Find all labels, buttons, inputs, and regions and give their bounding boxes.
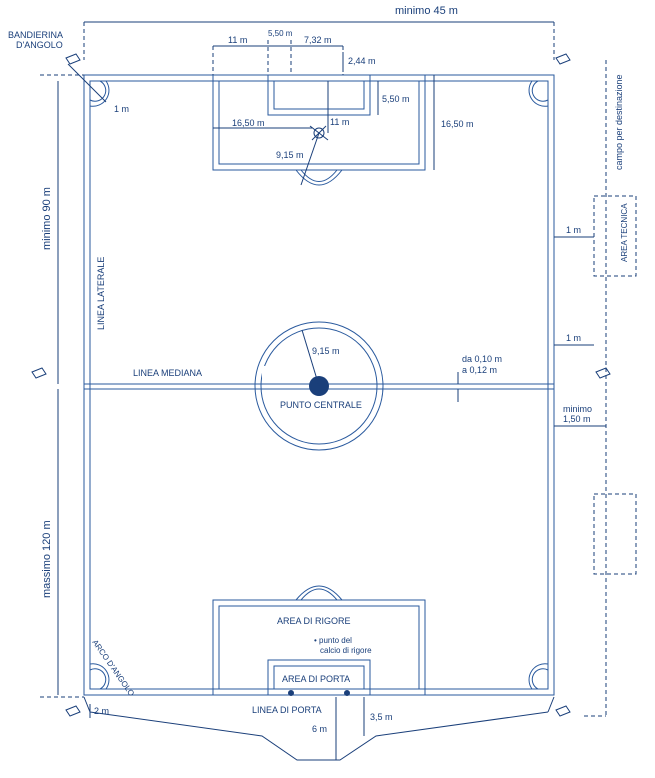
halfway-flag-left-icon (31, 367, 47, 379)
dim-915-top-radius (300, 132, 320, 186)
bottom-goal-area-inner (273, 665, 365, 690)
corner-arc-br (531, 668, 549, 690)
bandierina-leader (67, 63, 107, 103)
goal-post-left (288, 690, 294, 696)
label-a-012: a 0,12 m (462, 365, 497, 375)
bottom-penalty-arc-inner (300, 588, 338, 601)
halfway-flag-right-icon (595, 367, 611, 379)
corner-arc-tl-outer (89, 80, 110, 107)
label-d1m-a: 1 m (566, 225, 581, 235)
punto-centrale-gap (276, 397, 364, 411)
label-da-010: da 0,10 m (462, 354, 502, 364)
corner-arc-bl (89, 668, 107, 690)
label-minimo-150-2: 1,50 m (563, 414, 591, 424)
label-minimo-45: minimo 45 m (395, 5, 458, 17)
top-penalty-spot (313, 127, 325, 139)
label-linea-mediana: LINEA MEDIANA (133, 368, 202, 378)
bottom-penalty-arc-outer (295, 585, 343, 601)
label-campo-dest: campo per destinazione (614, 74, 624, 170)
label-d6m: 6 m (312, 724, 327, 734)
label-area-rigore: AREA DI RIGORE (277, 616, 351, 626)
label-d1650a: 16,50 m (232, 118, 265, 128)
corner-arc-tl (89, 80, 107, 102)
corner-arc-bl-outer (89, 663, 110, 690)
label-d1m-corner: 1 m (114, 104, 129, 114)
corner-flag-bl-icon (65, 705, 81, 717)
label-d11: 11 m (228, 35, 247, 45)
label-d35: 3,5 m (370, 712, 393, 722)
corner-arc-tr (531, 80, 549, 102)
label-punto-del: • punto del (314, 636, 352, 645)
label-bandierina-2: D'ANGOLO (16, 40, 63, 50)
top-penalty-arc-inner (300, 169, 338, 182)
label-linea-laterale: LINEA LATERALE (96, 257, 106, 330)
label-d1m-b: 1 m (566, 333, 581, 343)
top-goal-area-outer (267, 74, 371, 116)
label-minimo-90: minimo 90 m (41, 187, 53, 250)
label-punto-centrale: PUNTO CENTRALE (280, 400, 362, 410)
corner-flag-tr-icon (555, 53, 571, 65)
label-linea-porta: LINEA DI PORTA (252, 705, 322, 715)
label-area-tecnica: AREA TECNICA (620, 203, 629, 262)
label-calcio-rigore: calcio di rigore (320, 646, 372, 655)
corner-flag-br-icon (555, 705, 571, 717)
corner-flag-tl-icon (65, 53, 81, 65)
top-penalty-arc-outer (295, 169, 343, 186)
dim-915-centre-radius (301, 329, 320, 387)
label-d11b: 11 m (330, 117, 349, 127)
centre-circle-inner (260, 327, 378, 445)
centre-circle-outer (254, 321, 384, 451)
label-area-porta: AREA DI PORTA (282, 674, 350, 684)
corner-arc-br-outer (528, 663, 549, 690)
bottom-goal-area-outer (267, 659, 371, 696)
label-bandierina-1: BANDIERINA (8, 30, 63, 40)
label-d732: 7,32 m (304, 35, 332, 45)
net-right-edge (547, 696, 555, 713)
label-d550a: 5,50 m (268, 29, 293, 38)
label-d244: 2,44 m (348, 56, 376, 66)
area-tecnica-box-bottom (593, 493, 637, 575)
label-d915b: 9,15 m (312, 346, 340, 356)
linea-mediana-gap (262, 366, 310, 382)
bottom-goal-net (89, 711, 549, 761)
goal-post-right (344, 690, 350, 696)
label-d2m: 2 m (94, 706, 109, 716)
corner-arc-tr-outer (528, 80, 549, 107)
area-tecnica-box-top (593, 195, 637, 277)
label-d915a: 9,15 m (276, 150, 304, 160)
label-massimo-120: massimo 120 m (41, 520, 53, 598)
label-d1650b: 16,50 m (441, 119, 474, 129)
label-d550b: 5,50 m (382, 94, 410, 104)
top-goal-area-inner (273, 80, 365, 110)
net-left-edge (83, 696, 91, 713)
label-minimo-150-1: minimo (563, 404, 592, 414)
